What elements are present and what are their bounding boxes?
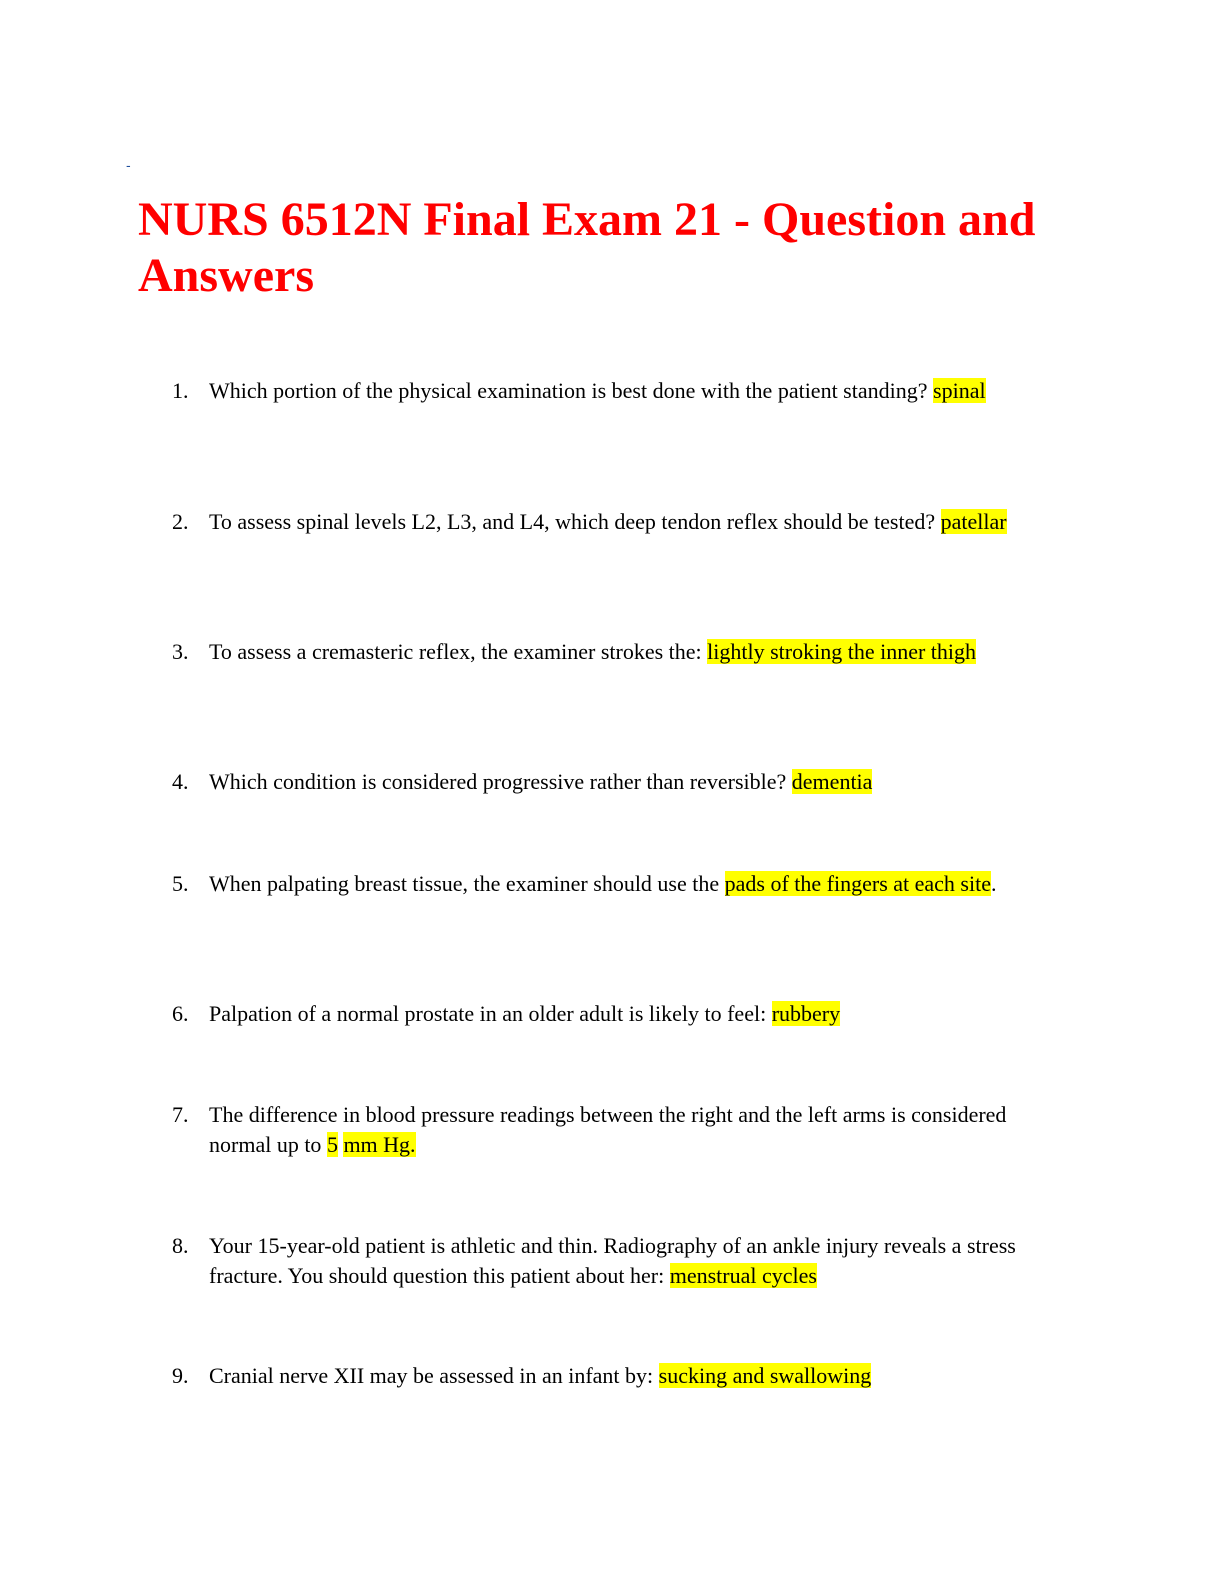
question-item-9: 9. Cranial nerve XII may be assessed in … <box>172 1361 1032 1391</box>
question-number: 6. <box>172 1001 189 1026</box>
question-number: 9. <box>172 1363 189 1388</box>
question-body: Your 15-year-old patient is athletic and… <box>209 1231 1032 1291</box>
question-item-6: 6. Palpation of a normal prostate in an … <box>172 999 1032 1029</box>
question-item-2: 2. To assess spinal levels L2, L3, and L… <box>172 507 1032 537</box>
question-body: Palpation of a normal prostate in an old… <box>209 999 1032 1029</box>
question-number: 5. <box>172 871 189 896</box>
question-body: To assess a cremasteric reflex, the exam… <box>209 637 1032 667</box>
question-text: Palpation of a normal prostate in an old… <box>209 1001 772 1026</box>
answer-highlight-units: mm Hg. <box>343 1132 416 1157</box>
question-number: 8. <box>172 1233 189 1258</box>
answer-suffix: . <box>990 871 997 896</box>
question-number: 4. <box>172 769 189 794</box>
question-text: Your 15-year-old patient is athletic and… <box>209 1233 1016 1288</box>
question-body: The difference in blood pressure reading… <box>209 1100 1032 1160</box>
question-item-7: 7. The difference in blood pressure read… <box>172 1100 1032 1160</box>
question-number: 2. <box>172 509 189 534</box>
question-number: 7. <box>172 1102 189 1127</box>
answer-highlight: spinal <box>933 378 986 403</box>
question-text: Which portion of the physical examinatio… <box>209 378 934 403</box>
answer-highlight: pads of the fingers at each site <box>724 871 991 896</box>
answer-highlight: lightly stroking the inner thigh <box>707 639 977 664</box>
question-text: To assess spinal levels L2, L3, and L4, … <box>209 509 941 534</box>
answer-highlight: patellar <box>940 509 1007 534</box>
question-number: 1. <box>172 378 189 403</box>
question-body: To assess spinal levels L2, L3, and L4, … <box>209 507 1032 537</box>
question-text: Which condition is considered progressiv… <box>209 769 792 794</box>
question-body: When palpating breast tissue, the examin… <box>209 869 1032 899</box>
answer-highlight: 5 <box>326 1132 338 1157</box>
question-item-1: 1. Which portion of the physical examina… <box>172 376 1032 406</box>
question-item-4: 4. Which condition is considered progres… <box>172 767 1032 797</box>
answer-highlight: menstrual cycles <box>669 1263 817 1288</box>
question-text: To assess a cremasteric reflex, the exam… <box>209 639 708 664</box>
document-title: NURS 6512N Final Exam 21 - Question and … <box>138 193 1036 302</box>
question-item-8: 8. Your 15-year-old patient is athletic … <box>172 1231 1032 1291</box>
question-text: Cranial nerve XII may be assessed in an … <box>209 1363 659 1388</box>
question-item-5: 5. When palpating breast tissue, the exa… <box>172 869 1032 899</box>
question-number: 3. <box>172 639 189 664</box>
question-text: The difference in blood pressure reading… <box>209 1102 1007 1157</box>
answer-highlight: sucking and swallowing <box>658 1363 872 1388</box>
answer-highlight: rubbery <box>771 1001 841 1026</box>
answer-highlight: dementia <box>791 769 873 794</box>
question-body: Cranial nerve XII may be assessed in an … <box>209 1361 1032 1391</box>
question-text: When palpating breast tissue, the examin… <box>209 871 725 896</box>
question-item-3: 3. To assess a cremasteric reflex, the e… <box>172 637 1032 667</box>
question-body: Which portion of the physical examinatio… <box>209 376 1032 406</box>
corner-mark: - <box>126 157 131 173</box>
question-body: Which condition is considered progressiv… <box>209 767 1032 797</box>
